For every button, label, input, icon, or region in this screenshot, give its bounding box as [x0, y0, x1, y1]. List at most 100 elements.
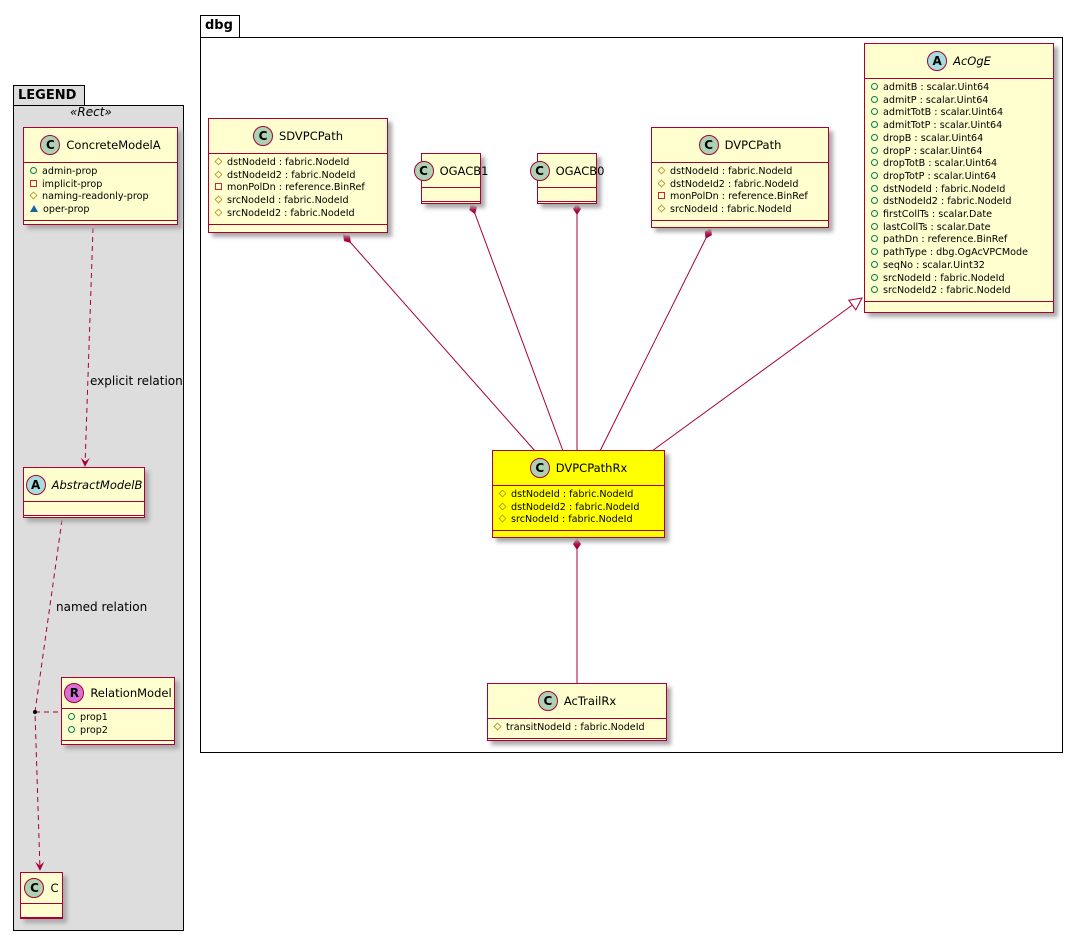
- public-visibility-icon: [871, 273, 878, 281]
- attribute-text: srcNodeId2 : fabric.NodeId: [227, 207, 355, 219]
- public-visibility-icon: [871, 248, 878, 256]
- public-visibility-icon: [68, 725, 75, 733]
- class-badge-icon: C: [529, 160, 550, 181]
- attribute-text: srcNodeId : fabric.NodeId: [883, 272, 1005, 284]
- abstract-badge-icon: A: [25, 474, 46, 495]
- attribute-row: prop1: [68, 712, 168, 725]
- attribute-list: dstNodeId : fabric.NodeId dstNodeId2 : fa…: [209, 154, 387, 225]
- class-name: DVPCPath: [724, 138, 782, 152]
- public-visibility-icon: [30, 167, 37, 174]
- edge-sdvpcpath-composition: [342, 233, 536, 452]
- protected-visibility-icon: [214, 208, 223, 217]
- attribute-text: srcNodeId : fabric.NodeId: [511, 514, 633, 526]
- class-name: ConcreteModelA: [66, 138, 161, 152]
- class-badge-icon: C: [698, 135, 719, 155]
- attribute-list: [21, 904, 62, 918]
- public-visibility-icon: [871, 222, 878, 230]
- protected-visibility-icon: [657, 204, 666, 213]
- class-header: C ConcreteModelA: [24, 128, 177, 163]
- attribute-text: monPolDn : reference.BinRef: [227, 182, 365, 194]
- public-visibility-icon: [871, 121, 878, 129]
- relation-badge-icon: R: [64, 683, 85, 703]
- attribute-row: dstNodeId2 : fabric.NodeId: [214, 170, 381, 183]
- attribute-list: transitNodeId : fabric.NodeId: [488, 719, 666, 739]
- class-name: C: [50, 881, 59, 895]
- edge-ogacb1-composition: [469, 202, 564, 452]
- protected-visibility-icon: [214, 195, 223, 204]
- class-name: AcOgE: [953, 54, 991, 68]
- attribute-text: prop2: [80, 724, 108, 736]
- legend-package-tab: LEGEND: [13, 85, 85, 106]
- public-visibility-icon: [871, 159, 878, 167]
- attribute-row: pathDn : reference.BinRef: [871, 234, 1047, 247]
- class-name: AcTrailRx: [563, 694, 617, 708]
- attribute-row: firstCollTs : scalar.Date: [871, 209, 1047, 222]
- private-visibility-icon: [215, 183, 222, 191]
- attribute-row: implicit-prop: [30, 179, 171, 192]
- protected-visibility-icon: [498, 489, 507, 498]
- attribute-text: admitTotB : scalar.Uint64: [883, 107, 1004, 119]
- attribute-text: prop1: [80, 712, 108, 723]
- abstract-badge-icon: A: [927, 51, 948, 71]
- attribute-row: lastCollTs : scalar.Date: [871, 222, 1047, 235]
- attribute-row: dropP : scalar.Uint64: [871, 146, 1047, 159]
- attribute-row: prop2: [68, 725, 168, 738]
- attribute-text: lastCollTs : scalar.Date: [883, 221, 991, 233]
- named-relation-label: named relation: [56, 600, 148, 614]
- class-name: AbstractModelB: [51, 477, 143, 492]
- class-header: A AbstractModelB: [24, 468, 144, 502]
- attribute-row: dstNodeId : fabric.NodeId: [498, 489, 658, 502]
- attribute-text: seqNo : scalar.Uint32: [883, 259, 985, 271]
- class-badge-icon: C: [40, 135, 61, 155]
- attribute-text: dropTotB : scalar.Uint64: [883, 158, 998, 170]
- public-visibility-icon: [871, 197, 878, 205]
- attribute-row: admitB : scalar.Uint64: [871, 82, 1047, 95]
- attribute-row: dstNodeId : fabric.NodeId: [214, 157, 381, 170]
- attribute-row: admitP : scalar.Uint64: [871, 95, 1047, 108]
- protected-visibility-icon: [657, 166, 666, 175]
- attribute-row: dropTotP : scalar.Uint64: [871, 171, 1047, 184]
- protected-visibility-icon: [493, 722, 502, 731]
- class-abstractmodelb[interactable]: A AbstractModelB: [23, 467, 145, 518]
- attribute-text: admitTotP : scalar.Uint64: [883, 120, 1003, 132]
- dbg-package: [200, 37, 1063, 753]
- public-visibility-icon: [871, 133, 878, 141]
- public-visibility-icon: [68, 713, 75, 720]
- attribute-text: srcNodeId2 : fabric.NodeId: [883, 285, 1011, 297]
- class-name: OGACB1: [439, 163, 489, 178]
- attribute-text: dropP : scalar.Uint64: [883, 145, 983, 157]
- attribute-row: oper-prop: [30, 204, 171, 217]
- attribute-text: dstNodeId : fabric.NodeId: [227, 157, 350, 168]
- public-visibility-icon: [871, 260, 878, 268]
- edge-acoge-inheritance: [651, 298, 862, 452]
- edge-dvpcpath-composition: [599, 227, 712, 452]
- attribute-row: srcNodeId : fabric.NodeId: [657, 204, 822, 217]
- protected-visibility-icon: [498, 502, 507, 511]
- attribute-row: dstNodeId : fabric.NodeId: [871, 184, 1047, 197]
- attribute-text: srcNodeId : fabric.NodeId: [670, 204, 792, 216]
- attribute-text: firstCollTs : scalar.Date: [883, 209, 992, 221]
- class-badge-icon: C: [529, 458, 550, 478]
- attribute-row: admitTotB : scalar.Uint64: [871, 107, 1047, 120]
- protected-visibility-icon: [29, 191, 38, 200]
- class-name: SDVPCPath: [278, 129, 344, 143]
- attribute-text: dstNodeId : fabric.NodeId: [511, 489, 634, 500]
- attribute-text: implicit-prop: [42, 178, 103, 190]
